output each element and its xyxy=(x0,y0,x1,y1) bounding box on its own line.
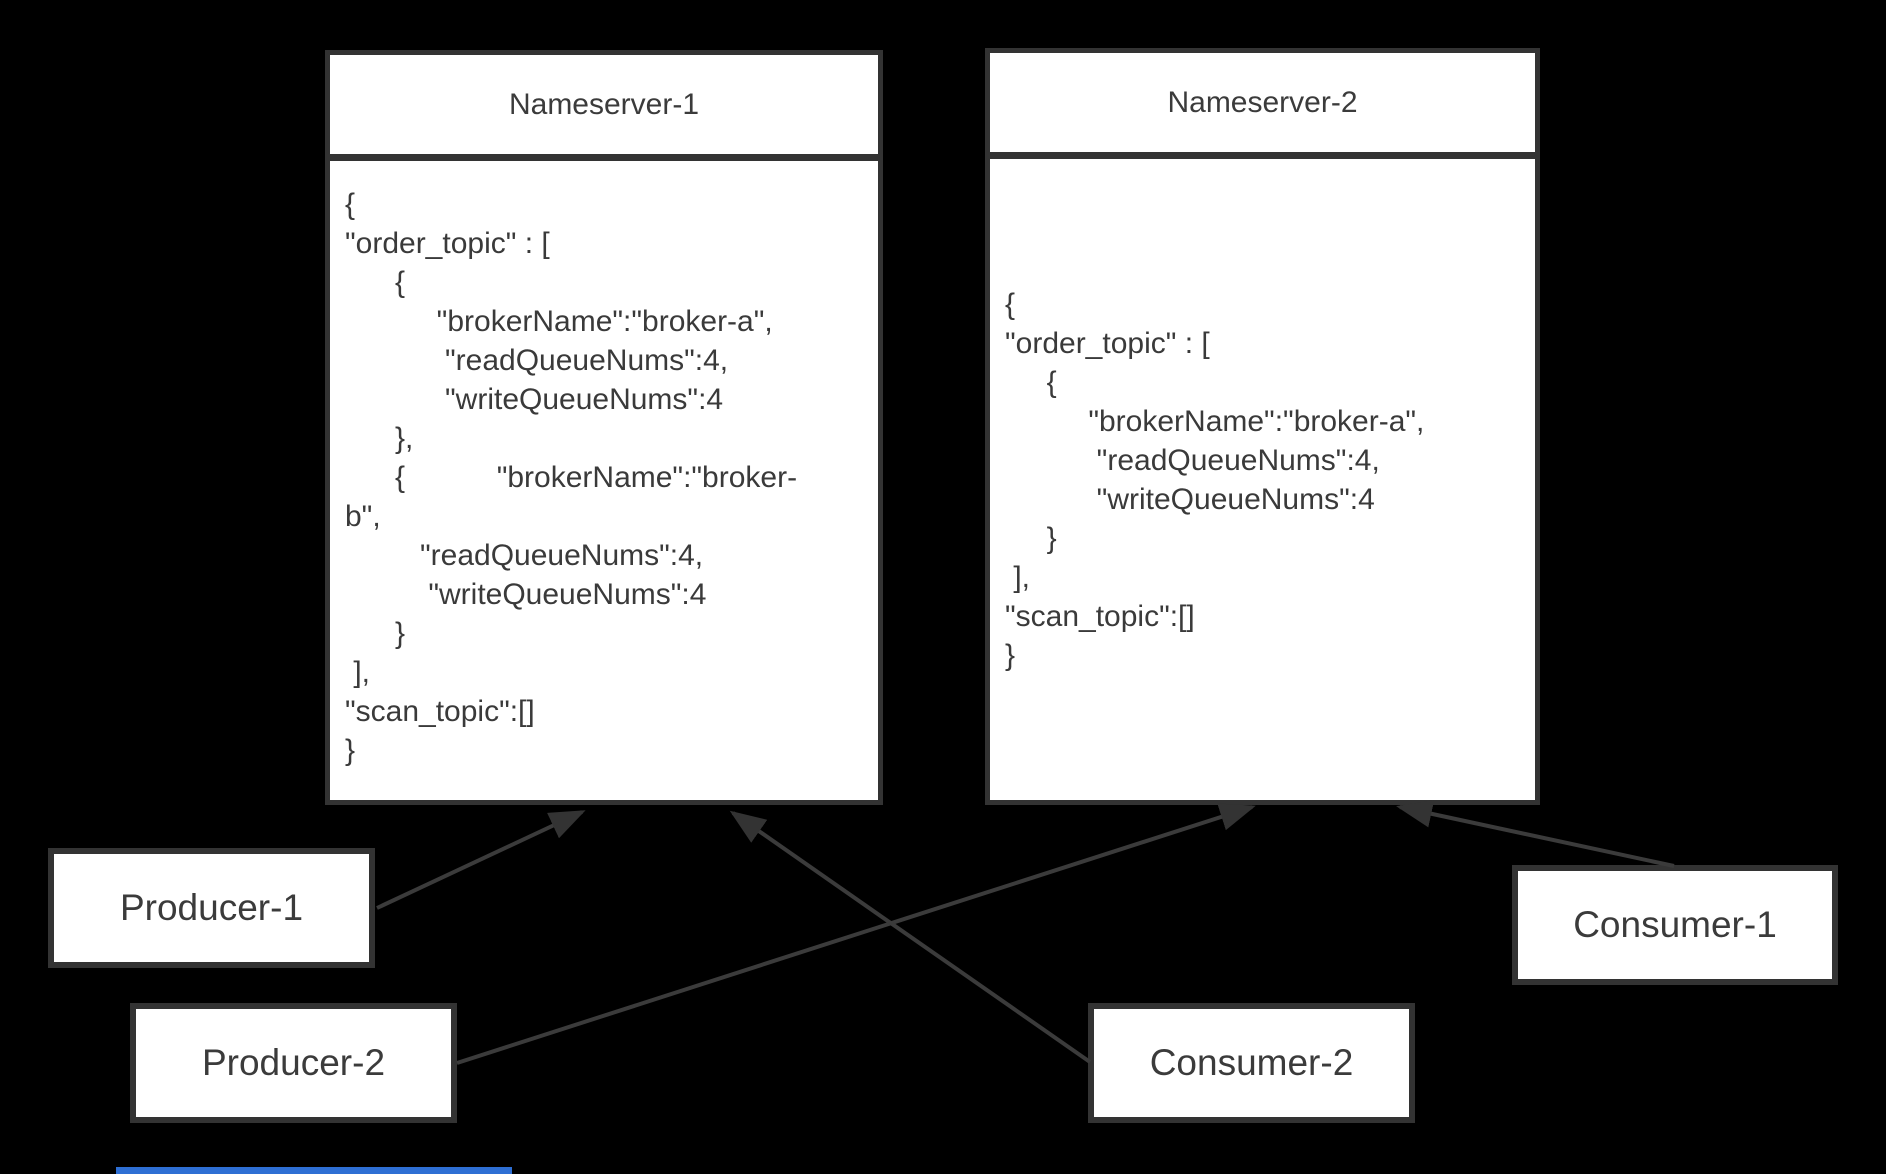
consumer-2-box: Consumer-2 xyxy=(1088,1003,1415,1123)
producer-1-box: Producer-1 xyxy=(48,848,375,968)
producer-2-box: Producer-2 xyxy=(130,1003,457,1123)
nameserver-1-title: Nameserver-1 xyxy=(330,55,878,161)
arrow-consumer2-to-nameserver1 xyxy=(729,810,1092,1064)
nameserver-2-box: Nameserver-2 { "order_topic" : [ { "brok… xyxy=(985,48,1540,805)
arrow-consumer1-to-nameserver2 xyxy=(1396,800,1675,868)
arrow-producer1-to-nameserver1 xyxy=(376,810,586,910)
nameserver-2-json: { "order_topic" : [ { "brokerName":"brok… xyxy=(1005,288,1425,672)
consumer-1-box: Consumer-1 xyxy=(1512,865,1838,985)
nameserver-2-title: Nameserver-2 xyxy=(990,53,1535,159)
nameserver-1-box: Nameserver-1 { "order_topic" : [ { "brok… xyxy=(325,50,883,805)
nameserver-1-json: { "order_topic" : [ { "brokerName":"brok… xyxy=(345,188,798,767)
bottom-blue-bar xyxy=(116,1167,512,1174)
